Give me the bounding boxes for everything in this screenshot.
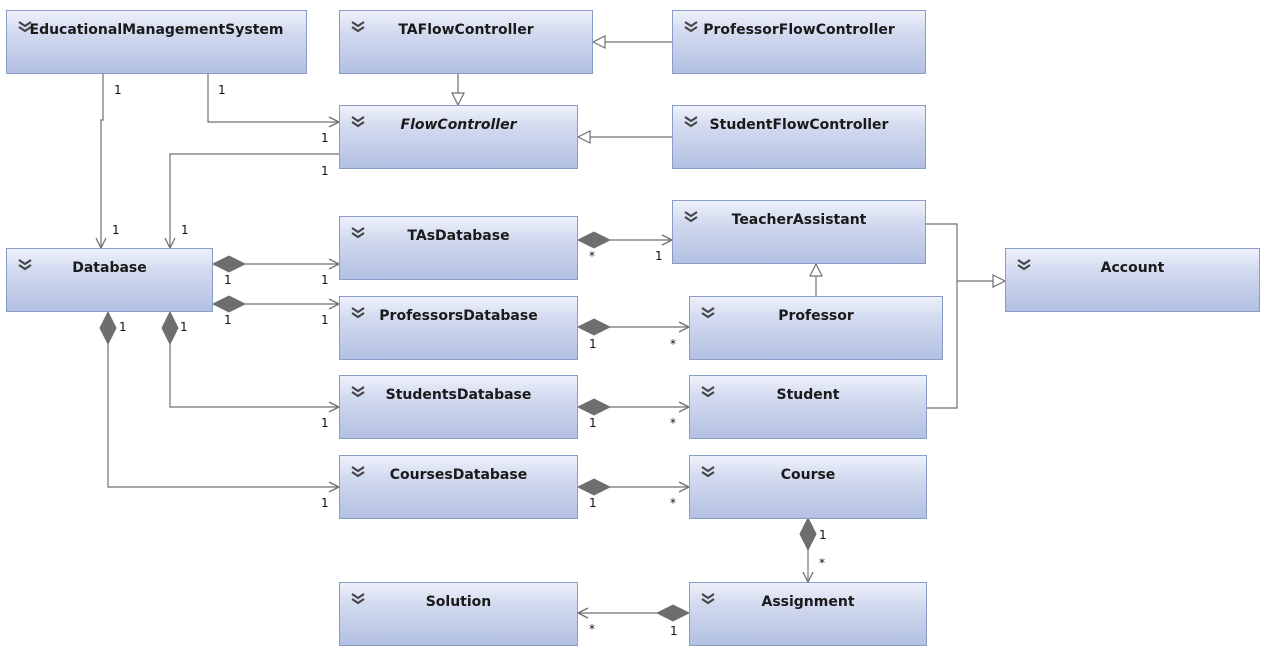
chevron-down-icon[interactable] xyxy=(350,465,366,479)
class-name: Student xyxy=(776,387,840,403)
class-coursesdatabase[interactable]: CoursesDatabase xyxy=(339,455,578,519)
composition-profdb-prof-diamond xyxy=(576,318,612,336)
multiplicity-label: 1 xyxy=(321,416,329,430)
generalization-ta-account xyxy=(926,223,1005,281)
class-studentsdatabase[interactable]: StudentsDatabase xyxy=(339,375,578,439)
class-teacherassistant[interactable]: TeacherAssistant xyxy=(672,200,926,264)
class-tasdatabase[interactable]: TAsDatabase xyxy=(339,216,578,280)
multiplicity-label: 1 xyxy=(655,249,663,263)
multiplicity-label: 1 xyxy=(218,83,226,97)
chevron-down-icon[interactable] xyxy=(17,20,33,34)
chevron-down-icon[interactable] xyxy=(350,115,366,129)
chevron-down-icon[interactable] xyxy=(350,385,366,399)
class-educationalmanagementsystem[interactable]: EducationalManagementSystem xyxy=(6,10,307,74)
chevron-down-icon[interactable] xyxy=(700,465,716,479)
chevron-down-icon[interactable] xyxy=(350,20,366,34)
class-assignment[interactable]: Assignment xyxy=(689,582,927,646)
multiplicity-label: * xyxy=(670,416,676,430)
class-name: StudentFlowController xyxy=(709,117,889,133)
class-name: CoursesDatabase xyxy=(389,467,528,483)
multiplicity-label: 1 xyxy=(670,624,678,638)
composition-db-tadb-diamond xyxy=(211,255,247,273)
class-name: ProfessorFlowController xyxy=(703,22,895,38)
multiplicity-label: 1 xyxy=(112,223,120,237)
chevron-down-icon[interactable] xyxy=(700,592,716,606)
multiplicity-label: 1 xyxy=(321,164,329,178)
class-professorsdatabase[interactable]: ProfessorsDatabase xyxy=(339,296,578,360)
composition-tadb-ta-diamond xyxy=(576,231,612,249)
multiplicity-label: 1 xyxy=(119,320,127,334)
class-name: Professor xyxy=(778,308,854,324)
class-taflowcontroller[interactable]: TAFlowController xyxy=(339,10,593,74)
composition-db-coursedb-line xyxy=(107,344,339,487)
multiplicity-label: * xyxy=(589,622,595,636)
multiplicity-label: 1 xyxy=(589,416,597,430)
assoc-flowcontroller-database xyxy=(170,153,339,248)
multiplicity-label: 1 xyxy=(321,131,329,145)
multiplicity-label: 1 xyxy=(181,223,189,237)
multiplicity-label: 1 xyxy=(321,496,329,510)
composition-db-studdb-diamond xyxy=(161,310,179,346)
class-professor[interactable]: Professor xyxy=(689,296,943,360)
composition-db-coursedb-diamond xyxy=(99,310,117,346)
chevron-down-icon[interactable] xyxy=(683,115,699,129)
chevron-down-icon[interactable] xyxy=(350,306,366,320)
composition-course-assignment-diamond xyxy=(799,516,817,552)
class-name: EducationalManagementSystem xyxy=(29,22,284,38)
class-professorflowcontroller[interactable]: ProfessorFlowController xyxy=(672,10,926,74)
class-name: StudentsDatabase xyxy=(385,387,532,403)
chevron-down-icon[interactable] xyxy=(350,226,366,240)
class-name: TeacherAssistant xyxy=(731,212,867,228)
multiplicity-label: 1 xyxy=(819,528,827,542)
generalization-student-account xyxy=(926,281,958,409)
chevron-down-icon[interactable] xyxy=(700,385,716,399)
class-student[interactable]: Student xyxy=(689,375,927,439)
chevron-down-icon[interactable] xyxy=(17,258,33,272)
class-name: ProfessorsDatabase xyxy=(379,308,538,324)
composition-db-studdb-line xyxy=(169,344,339,407)
class-course[interactable]: Course xyxy=(689,455,927,519)
multiplicity-label: 1 xyxy=(321,273,329,287)
multiplicity-label: 1 xyxy=(114,83,122,97)
composition-coursedb-course-diamond xyxy=(576,478,612,496)
class-name: Assignment xyxy=(761,594,855,610)
class-solution[interactable]: Solution xyxy=(339,582,578,646)
multiplicity-label: 1 xyxy=(589,496,597,510)
class-name: Course xyxy=(780,467,836,483)
class-name: Database xyxy=(72,260,147,276)
composition-db-profdb-diamond xyxy=(211,295,247,313)
multiplicity-label: 1 xyxy=(180,320,188,334)
class-flowcontroller[interactable]: FlowController xyxy=(339,105,578,169)
class-database[interactable]: Database xyxy=(6,248,213,312)
multiplicity-label: 1 xyxy=(224,273,232,287)
chevron-down-icon[interactable] xyxy=(1016,258,1032,272)
assoc-ems-flowcontroller xyxy=(207,74,339,122)
multiplicity-label: * xyxy=(670,496,676,510)
class-name: Solution xyxy=(425,594,492,610)
composition-assignment-solution-diamond xyxy=(655,604,691,622)
chevron-down-icon[interactable] xyxy=(350,592,366,606)
class-name: Account xyxy=(1100,260,1165,276)
chevron-down-icon[interactable] xyxy=(683,210,699,224)
multiplicity-label: * xyxy=(589,249,595,263)
class-name: TAsDatabase xyxy=(407,228,510,244)
multiplicity-label: * xyxy=(819,556,825,570)
composition-studdb-stud-diamond xyxy=(576,398,612,416)
assoc-ems-database xyxy=(101,74,103,248)
multiplicity-label: 1 xyxy=(589,337,597,351)
multiplicity-label: 1 xyxy=(321,313,329,327)
chevron-down-icon[interactable] xyxy=(700,306,716,320)
chevron-down-icon[interactable] xyxy=(683,20,699,34)
class-studentflowcontroller[interactable]: StudentFlowController xyxy=(672,105,926,169)
class-name: TAFlowController xyxy=(398,22,534,38)
class-account[interactable]: Account xyxy=(1005,248,1260,312)
class-name: FlowController xyxy=(400,117,517,133)
multiplicity-label: * xyxy=(670,337,676,351)
multiplicity-label: 1 xyxy=(224,313,232,327)
